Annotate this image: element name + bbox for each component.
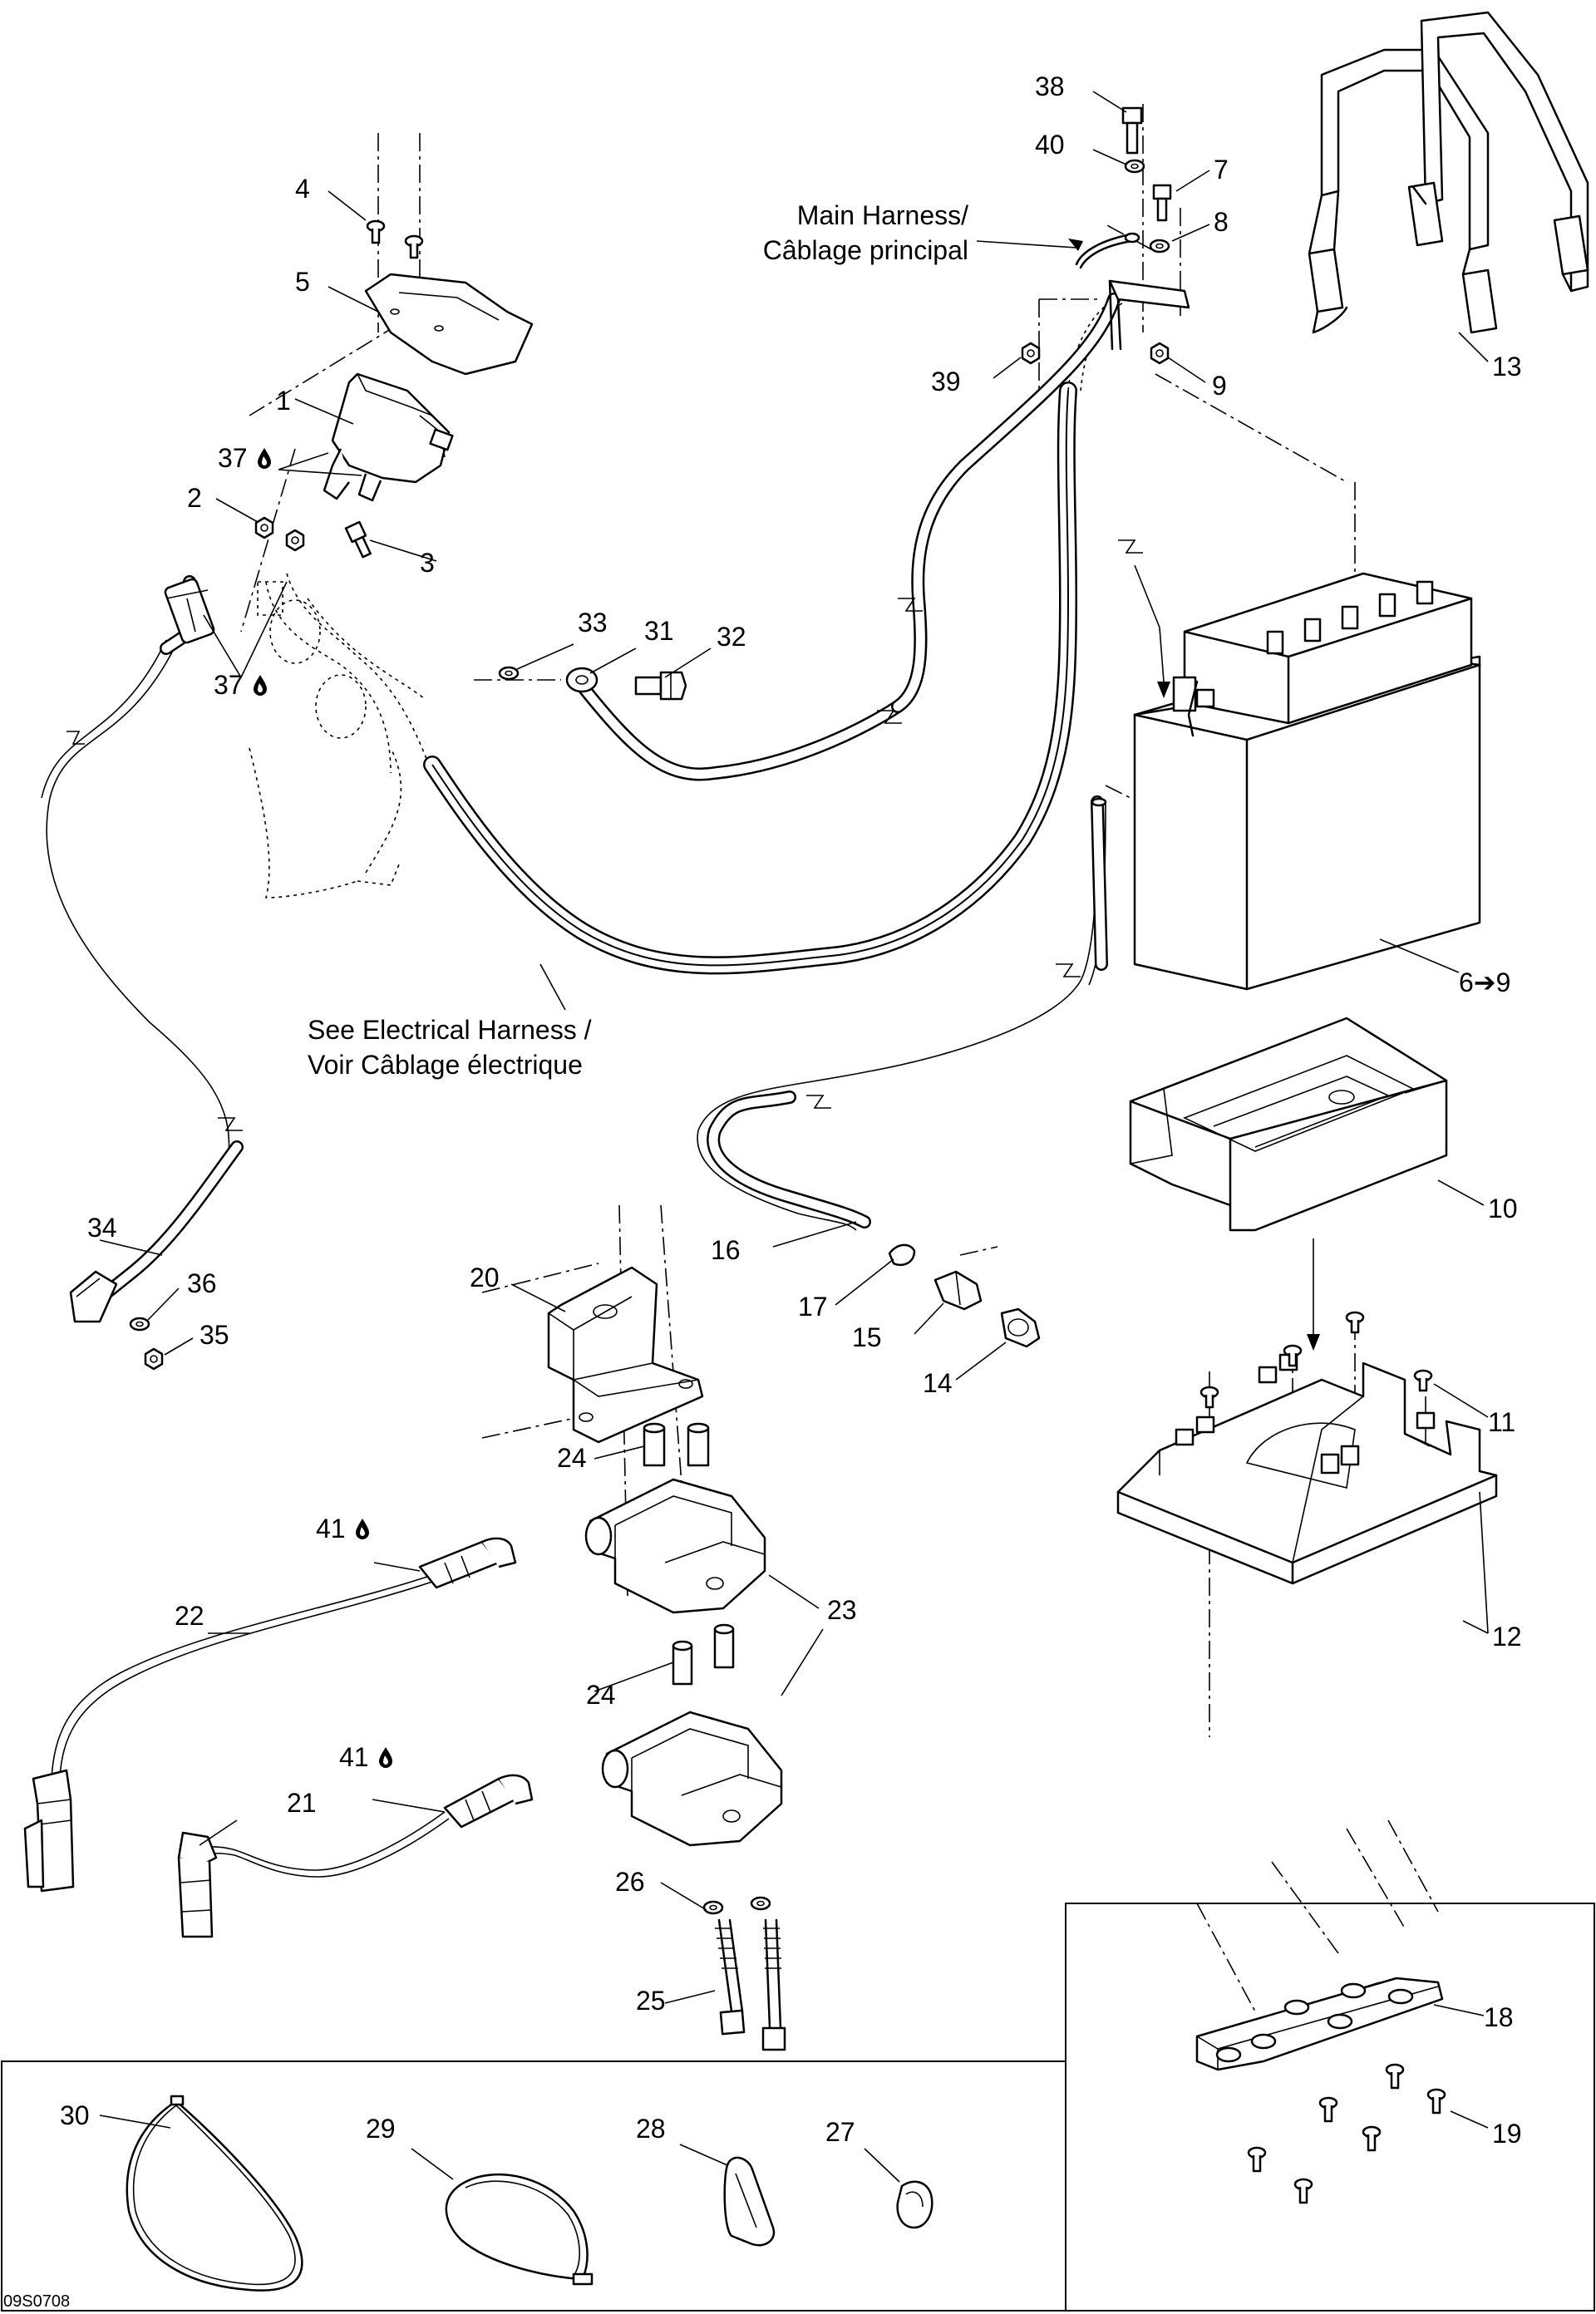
- leader-lines: [99, 91, 1489, 2183]
- callout-6: 6➔9: [1459, 967, 1510, 997]
- drop-icon: [356, 1519, 369, 1539]
- callout-13: 13: [1492, 352, 1522, 382]
- clamps-box: [1, 2060, 1066, 2312]
- callout-16: 16: [711, 1235, 741, 1265]
- callout-12: 12: [1492, 1622, 1522, 1652]
- coil-bracket: [547, 1266, 710, 1467]
- battery: [1133, 572, 1481, 991]
- callout-27: 27: [825, 2117, 855, 2147]
- callout-25: 25: [636, 1986, 666, 2016]
- vent-tube: [697, 795, 1108, 1348]
- callout-39: 39: [931, 367, 961, 396]
- callout-21: 21: [287, 1788, 317, 1818]
- drop-icon: [254, 675, 267, 696]
- callout-20: 20: [470, 1263, 500, 1292]
- cable-31: [498, 293, 1121, 781]
- callout-19: 19: [1492, 2119, 1522, 2149]
- note-see-harness-fr: Voir Câblage électrique: [308, 1050, 583, 1080]
- callout-32: 32: [717, 622, 746, 652]
- callout-40: 40: [1035, 130, 1065, 160]
- callout-33: 33: [578, 608, 608, 638]
- callout-18: 18: [1484, 2002, 1514, 2032]
- callout-9: 9: [1212, 371, 1227, 401]
- note-main-harness-fr: Câblage principal: [763, 235, 968, 265]
- callout-31: 31: [644, 616, 674, 646]
- callout-28: 28: [636, 2114, 666, 2144]
- note-see-harness-en: See Electrical Harness /: [308, 1015, 592, 1045]
- leader-arrows: [1068, 239, 1170, 698]
- spark-cable-21: [177, 1774, 534, 1938]
- callout-15: 15: [852, 1322, 882, 1352]
- callout-24-top: 24: [557, 1443, 587, 1473]
- battery-strap: [1308, 11, 1589, 334]
- callout-30: 30: [60, 2100, 90, 2130]
- callout-11: 11: [1488, 1407, 1515, 1437]
- note-main-harness-en: Main Harness/: [797, 200, 968, 230]
- callout-1: 1: [276, 386, 291, 416]
- callout-7: 7: [1214, 155, 1229, 185]
- battery-support: [1116, 1238, 1498, 1585]
- callout-26: 26: [615, 1867, 645, 1897]
- callout-37-top: 37: [218, 443, 248, 473]
- callouts: 1 2 3 4 5 6➔9 7 8 9 10 11 12 13 14 15 16…: [60, 71, 1522, 2149]
- mount-plate-box: [1065, 1903, 1595, 2312]
- callout-2: 2: [187, 483, 202, 513]
- callout-24-bottom: 24: [586, 1680, 616, 1710]
- callout-35: 35: [200, 1320, 229, 1350]
- callout-23: 23: [827, 1595, 857, 1625]
- callout-36: 36: [187, 1268, 217, 1298]
- callout-4: 4: [295, 174, 310, 204]
- callout-5: 5: [295, 267, 310, 297]
- drop-icon: [379, 1747, 392, 1768]
- electrical-harness: [423, 286, 1143, 975]
- callout-37-bottom: 37: [214, 670, 244, 700]
- cable-34: [41, 575, 244, 1371]
- callout-34: 34: [87, 1213, 117, 1243]
- notes: Main Harness/ Câblage principal See Elec…: [308, 200, 968, 1080]
- callout-14: 14: [923, 1368, 953, 1398]
- main-harness-terminal: [1021, 106, 1190, 365]
- ghost-harness: [249, 573, 433, 899]
- ignition-coils: [584, 1478, 786, 2051]
- callout-22: 22: [175, 1601, 204, 1631]
- callout-3: 3: [420, 548, 435, 578]
- callout-10: 10: [1488, 1194, 1518, 1223]
- battery-tray: [1129, 1017, 1448, 1232]
- callout-17: 17: [798, 1292, 828, 1322]
- lubricant-markers: [254, 448, 392, 1768]
- drop-icon: [258, 448, 271, 469]
- diagram-code: 09S0708: [3, 2292, 70, 2311]
- callout-29: 29: [366, 2114, 396, 2144]
- callout-41-bottom: 41: [339, 1742, 369, 1772]
- spark-cable-22: [23, 1537, 517, 1893]
- solenoid-assembly: [254, 219, 534, 559]
- callout-41-top: 41: [316, 1514, 346, 1543]
- callout-38: 38: [1035, 71, 1065, 101]
- callout-8: 8: [1214, 207, 1229, 237]
